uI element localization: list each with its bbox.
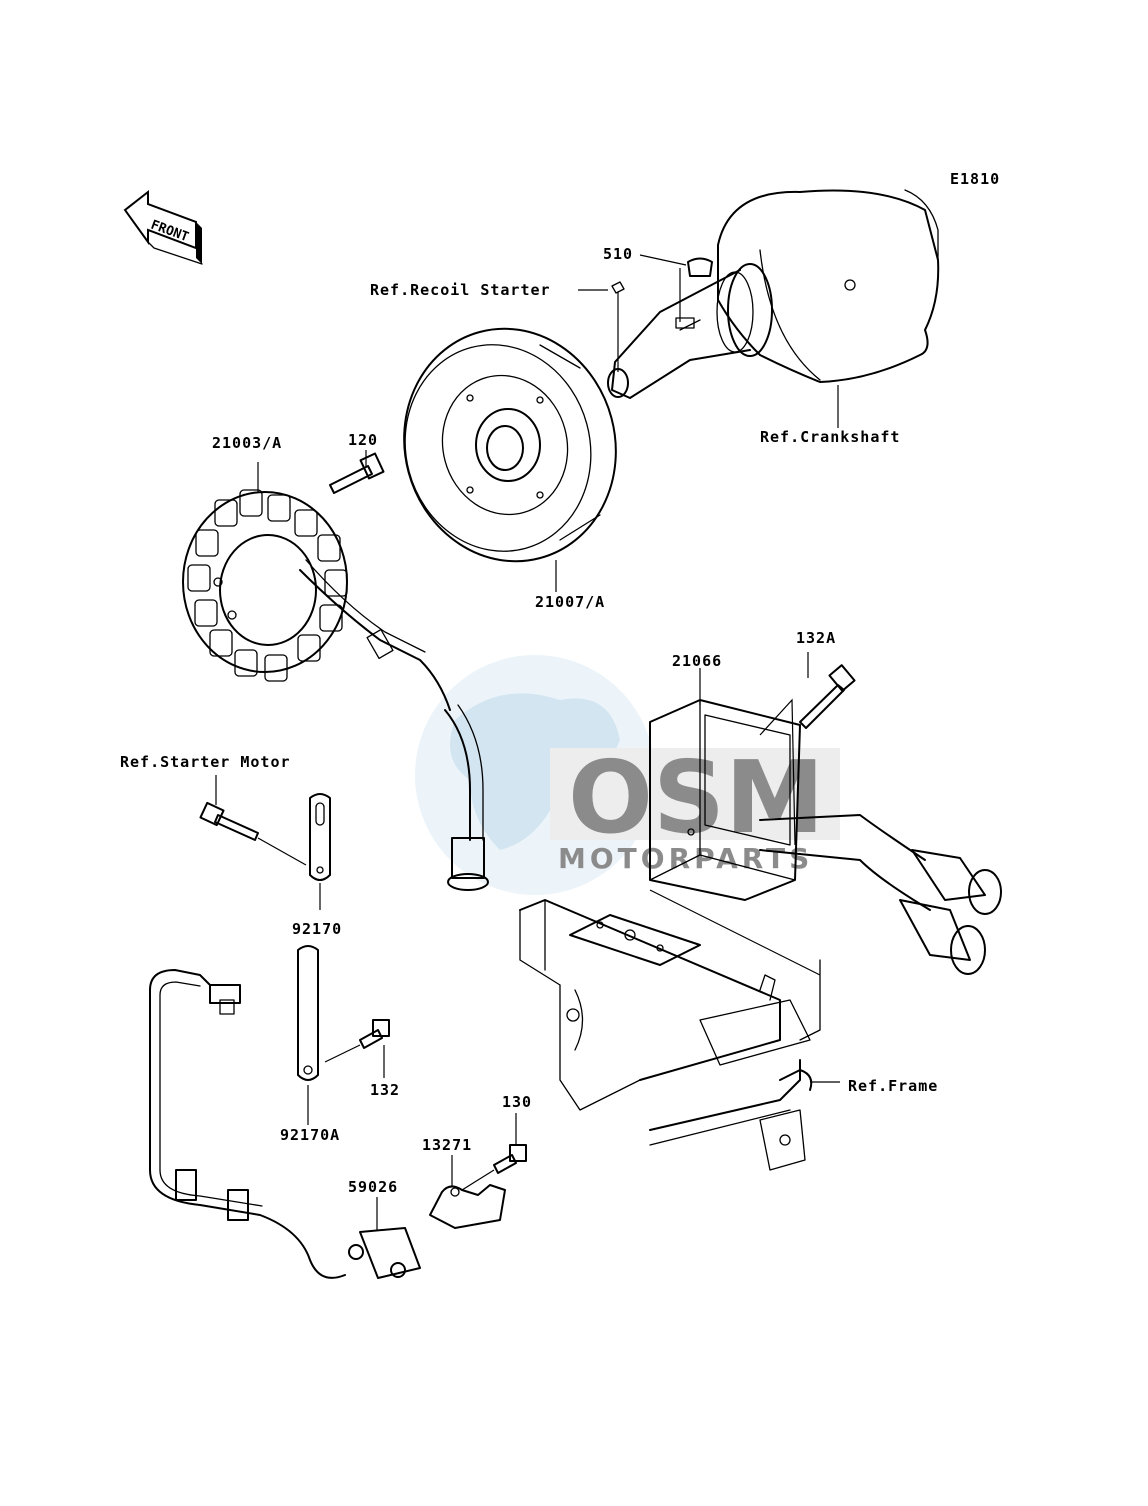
diagram-code: E1810 bbox=[950, 170, 1000, 188]
label-92170a: 92170A bbox=[280, 1126, 340, 1144]
watermark-globe-icon bbox=[415, 655, 655, 895]
label-21066: 21066 bbox=[672, 652, 722, 670]
woodruff-key bbox=[687, 257, 713, 277]
front-arrow-icon: FRONT bbox=[123, 189, 203, 265]
label-130: 130 bbox=[502, 1093, 532, 1111]
watermark-brand: OSM bbox=[568, 739, 825, 856]
leader-lines bbox=[215, 254, 840, 1230]
flywheel bbox=[403, 327, 617, 563]
label-132a: 132A bbox=[796, 629, 836, 647]
label-120: 120 bbox=[348, 431, 378, 449]
label-ref-recoil-starter: Ref.Recoil Starter bbox=[370, 281, 551, 299]
label-59026: 59026 bbox=[348, 1178, 398, 1196]
frame bbox=[519, 889, 821, 1171]
label-21003-a: 21003/A bbox=[212, 434, 282, 452]
sensor-harness bbox=[149, 969, 421, 1279]
plate-92170a bbox=[297, 945, 319, 1081]
crankshaft bbox=[607, 189, 940, 399]
label-ref-crankshaft: Ref.Crankshaft bbox=[760, 428, 900, 446]
label-92170: 92170 bbox=[292, 920, 342, 938]
stator bbox=[182, 489, 489, 891]
watermark-sub: MOTORPARTS bbox=[558, 842, 813, 875]
watermark: OSM MOTORPARTS bbox=[415, 655, 840, 895]
bolt-132 bbox=[359, 1019, 390, 1049]
bolt-132a bbox=[799, 664, 856, 729]
recoil-key bbox=[611, 281, 625, 294]
label-13271: 13271 bbox=[422, 1136, 472, 1154]
label-510: 510 bbox=[603, 245, 633, 263]
plate-92170 bbox=[309, 793, 331, 881]
starter-motor-bolt bbox=[199, 801, 259, 841]
bolt-120 bbox=[329, 452, 385, 494]
bolt-130 bbox=[493, 1144, 527, 1174]
label-132: 132 bbox=[370, 1081, 400, 1099]
label-ref-starter-motor: Ref.Starter Motor bbox=[120, 753, 291, 771]
label-21007-a: 21007/A bbox=[535, 593, 605, 611]
bracket-13271 bbox=[429, 1184, 506, 1229]
label-ref-frame: Ref.Frame bbox=[848, 1077, 938, 1095]
